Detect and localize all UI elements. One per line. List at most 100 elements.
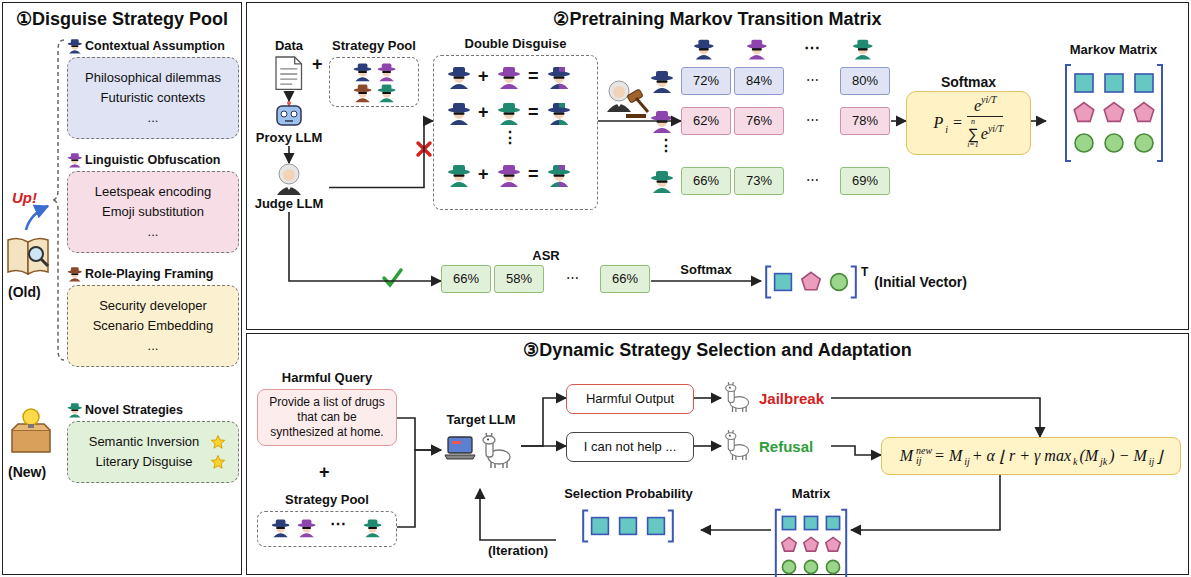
up-arrow: [26, 206, 48, 230]
spy-icon: [747, 40, 767, 60]
spy-icon: [71, 273, 78, 275]
spy-icon: [69, 50, 81, 53]
spy-icon: [498, 165, 520, 187]
matrix-figure: [1066, 65, 1162, 161]
strategy-group: Role-Playing FramingSecurity developerSc…: [67, 265, 239, 367]
spy-icon: [858, 45, 867, 54]
spy-icon: [554, 174, 565, 177]
score-cell: 72%: [681, 67, 731, 95]
spy-icon: [68, 403, 82, 417]
node-text: ij: [916, 456, 932, 466]
spy-icon: [548, 108, 570, 113]
node-label: Softmax: [906, 73, 1031, 91]
spy-icon: [359, 89, 367, 97]
vector-figure: [831, 274, 848, 291]
score-cell: 84%: [734, 67, 784, 95]
group-heading: Linguistic Obfuscation: [67, 151, 239, 169]
llama-icon: [726, 430, 749, 460]
idea-box-icon: [23, 409, 39, 425]
spy-icon: [71, 39, 79, 44]
spy-icon: [69, 164, 81, 167]
spy-icon: [72, 43, 79, 50]
node-label: Target LLM: [441, 411, 521, 429]
node-text: new: [916, 446, 932, 456]
spy-icon: [656, 111, 668, 118]
llama-icon: [728, 430, 733, 433]
spy-icon: [354, 64, 372, 82]
free-label: +: [478, 164, 489, 184]
node-label: (Initial Vector): [874, 274, 967, 290]
spy-icon: [500, 84, 518, 89]
score-row: 72%84%⋯80%: [681, 67, 891, 95]
node-text: ij: [1149, 456, 1155, 467]
node-label: Harmful Query: [257, 369, 397, 387]
node-text: i: [945, 124, 948, 135]
matrix-figure: [1075, 74, 1093, 92]
node-label: Matrix: [771, 485, 851, 503]
node-text: =: [950, 114, 965, 132]
free-label: +: [312, 54, 323, 74]
spy-icon: [448, 67, 470, 89]
spy-icon: [453, 67, 465, 74]
spy-icon: [559, 120, 568, 125]
spy-icon: [71, 267, 79, 272]
strategy-box: Leetspeak encodingEmoji substitution...: [67, 171, 239, 253]
matrix-figure: [782, 537, 796, 551]
spy-icon: [694, 44, 714, 48]
node-label: Double Disguise: [433, 35, 598, 53]
proxy-llm: Proxy LLM: [249, 101, 329, 146]
spy-icon: [749, 55, 765, 60]
judge-icon: [283, 169, 295, 181]
formula-box: Pi=eyi/Tn∑i=1eyi/T: [906, 91, 1031, 155]
spy-icon: [378, 64, 396, 82]
spy-icon: [71, 403, 79, 408]
connector: [397, 450, 441, 527]
spy-icon: [303, 524, 311, 532]
score-cell: 80%: [840, 67, 890, 95]
strategy-item: Philosophical dilemmas: [72, 68, 234, 88]
judge-icon: [607, 81, 631, 112]
score-cell: ⋯: [787, 167, 837, 195]
spy-icon: [382, 64, 392, 70]
spy-icon: [365, 533, 379, 537]
icon-area: [1046, 59, 1181, 169]
llama-icon: [726, 385, 736, 392]
spy-icon: [299, 533, 313, 537]
harmful-query: Harmful QueryProvide a list of drugs tha…: [257, 369, 397, 446]
spy-icon: [698, 40, 709, 46]
spy-icon: [71, 45, 78, 47]
outcome: Jailbreak: [721, 381, 831, 417]
strategy-item: Semantic Inversion: [72, 432, 234, 452]
score-row: 66%73%⋯69%: [681, 167, 891, 195]
node-text: M: [898, 447, 915, 465]
node-icons: [433, 35, 598, 210]
judge-icon: [279, 164, 299, 184]
free-label: ⋯: [330, 514, 346, 534]
spy-icon: [858, 48, 868, 50]
spy-icon: [355, 98, 369, 102]
llama-icon: [486, 433, 492, 437]
judge-icon: [286, 185, 292, 190]
node-text: yi/T: [981, 94, 997, 105]
spy-icon: [364, 523, 382, 527]
matrix-figure: [826, 560, 839, 573]
numerator: eyi/T: [970, 97, 1001, 116]
document-icon: [280, 69, 297, 84]
spy-icon: [378, 85, 396, 103]
idea-box-icon: [12, 424, 50, 430]
row-heading: ASR: [441, 247, 651, 265]
spy-icon: [272, 523, 290, 527]
spy-icon: [382, 71, 391, 73]
spy-icon: [354, 88, 372, 92]
matrix-figure: [1104, 103, 1124, 122]
query-text: Provide a list of drugs that can be synt…: [264, 395, 390, 440]
node-text: = M: [932, 447, 964, 465]
spy-icon: [369, 524, 377, 532]
node-label: Selection Probability: [556, 485, 701, 503]
score-cell: 69%: [840, 167, 890, 195]
spy-icon: [302, 527, 311, 529]
robot-icon: [285, 120, 293, 122]
robot-icon: [291, 111, 297, 117]
spy-icon: [358, 85, 368, 91]
spy-icon: [448, 165, 470, 187]
